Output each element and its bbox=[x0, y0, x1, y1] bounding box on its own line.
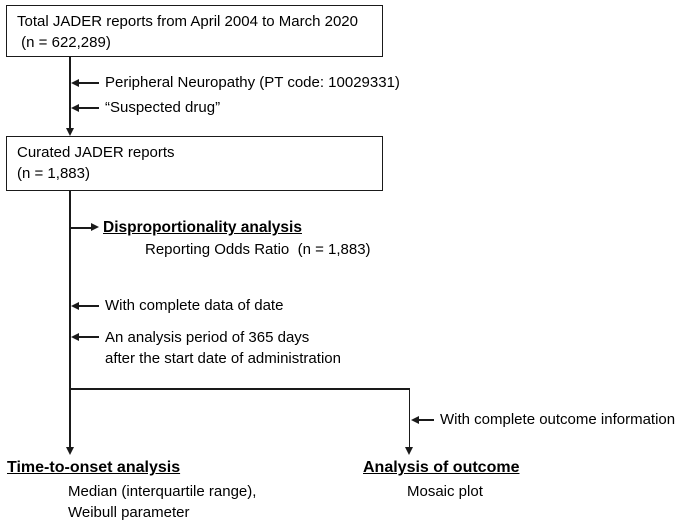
arrow-down-icon bbox=[65, 447, 74, 455]
arrow-right-icon bbox=[91, 223, 99, 231]
branch-horizontal-line bbox=[69, 388, 410, 390]
connector-top-line bbox=[69, 57, 71, 129]
filter-analysis-period-label: An analysis period of 365 days after the… bbox=[105, 329, 341, 367]
filter-connector-line bbox=[78, 336, 99, 338]
filter-complete-outcome-label: With complete outcome information bbox=[440, 411, 676, 428]
filter-peripheral-neuropathy-label: Peripheral Neuropathy (PT code: 10029331… bbox=[105, 74, 400, 91]
filter-suspected-drug-label: “Suspected drug” bbox=[105, 99, 221, 116]
time-to-onset-detail: Median (interquartile range), Weibull pa… bbox=[68, 483, 257, 521]
total-reports-box: Total JADER reports from April 2004 to M… bbox=[6, 5, 383, 57]
arrow-down-icon bbox=[405, 447, 413, 455]
arrow-down-icon bbox=[65, 128, 74, 136]
disproportionality-detail: Reporting Odds Ratio (n = 1,883) bbox=[145, 241, 371, 258]
time-to-onset-heading: Time-to-onset analysis bbox=[7, 459, 181, 476]
filter-complete-date-label: With complete data of date bbox=[105, 297, 284, 314]
filter-connector-line bbox=[418, 419, 434, 421]
filter-connector-line bbox=[78, 107, 99, 109]
curated-reports-text: Curated JADER reports (n = 1,883) bbox=[17, 144, 175, 182]
outcome-branch-line bbox=[408, 388, 410, 448]
total-reports-text: Total JADER reports from April 2004 to M… bbox=[17, 13, 358, 51]
arrow-left-icon bbox=[411, 415, 419, 424]
curated-reports-box: Curated JADER reports (n = 1,883) bbox=[6, 136, 383, 191]
disproportionality-title: Disproportionality analysis bbox=[103, 219, 302, 236]
analysis-of-outcome-detail: Mosaic plot bbox=[407, 483, 483, 500]
connector-main-line bbox=[69, 191, 71, 448]
arrow-left-icon bbox=[71, 78, 79, 87]
arrow-left-icon bbox=[71, 103, 79, 112]
arrow-left-icon bbox=[71, 332, 79, 341]
disproportionality-connector-line bbox=[71, 227, 91, 229]
filter-connector-line bbox=[78, 82, 99, 84]
filter-connector-line bbox=[78, 305, 99, 307]
analysis-of-outcome-heading: Analysis of outcome bbox=[363, 459, 520, 476]
arrow-left-icon bbox=[71, 301, 79, 310]
